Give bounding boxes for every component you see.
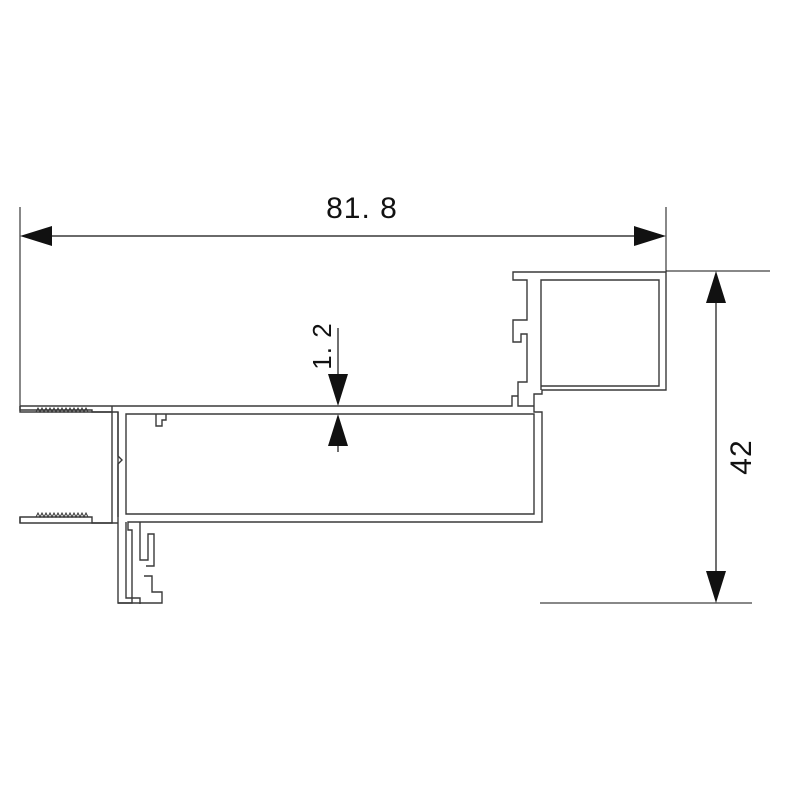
profile-bottom-leg [118,522,163,604]
thickness-arrow-bottom [328,414,348,446]
thickness-dimension-label: 1. 2 [307,322,337,369]
profile-inner-chamber [125,413,535,515]
width-arrow-left [20,226,52,246]
aluminium-profile [19,271,667,604]
width-dimension: 81. 8 [19,192,667,410]
thickness-arrow-top [328,374,348,406]
width-dimension-label: 81. 8 [326,192,398,225]
profile-lower-flange [19,517,113,524]
height-dimension-label: 42 [725,439,758,474]
profile-outer-contour [19,271,667,604]
height-arrow-top [706,271,726,303]
width-arrow-right [634,226,666,246]
profile-knurl-upper [35,406,89,414]
height-arrow-bottom [706,571,726,603]
thickness-dimension: 1. 2 [307,322,348,452]
profile-knurl-lower [35,511,89,519]
height-dimension: 42 [540,270,770,604]
profile-inner-hook [155,414,167,427]
profile-upper-flange [19,406,113,413]
profile-vertical-web [111,412,123,517]
